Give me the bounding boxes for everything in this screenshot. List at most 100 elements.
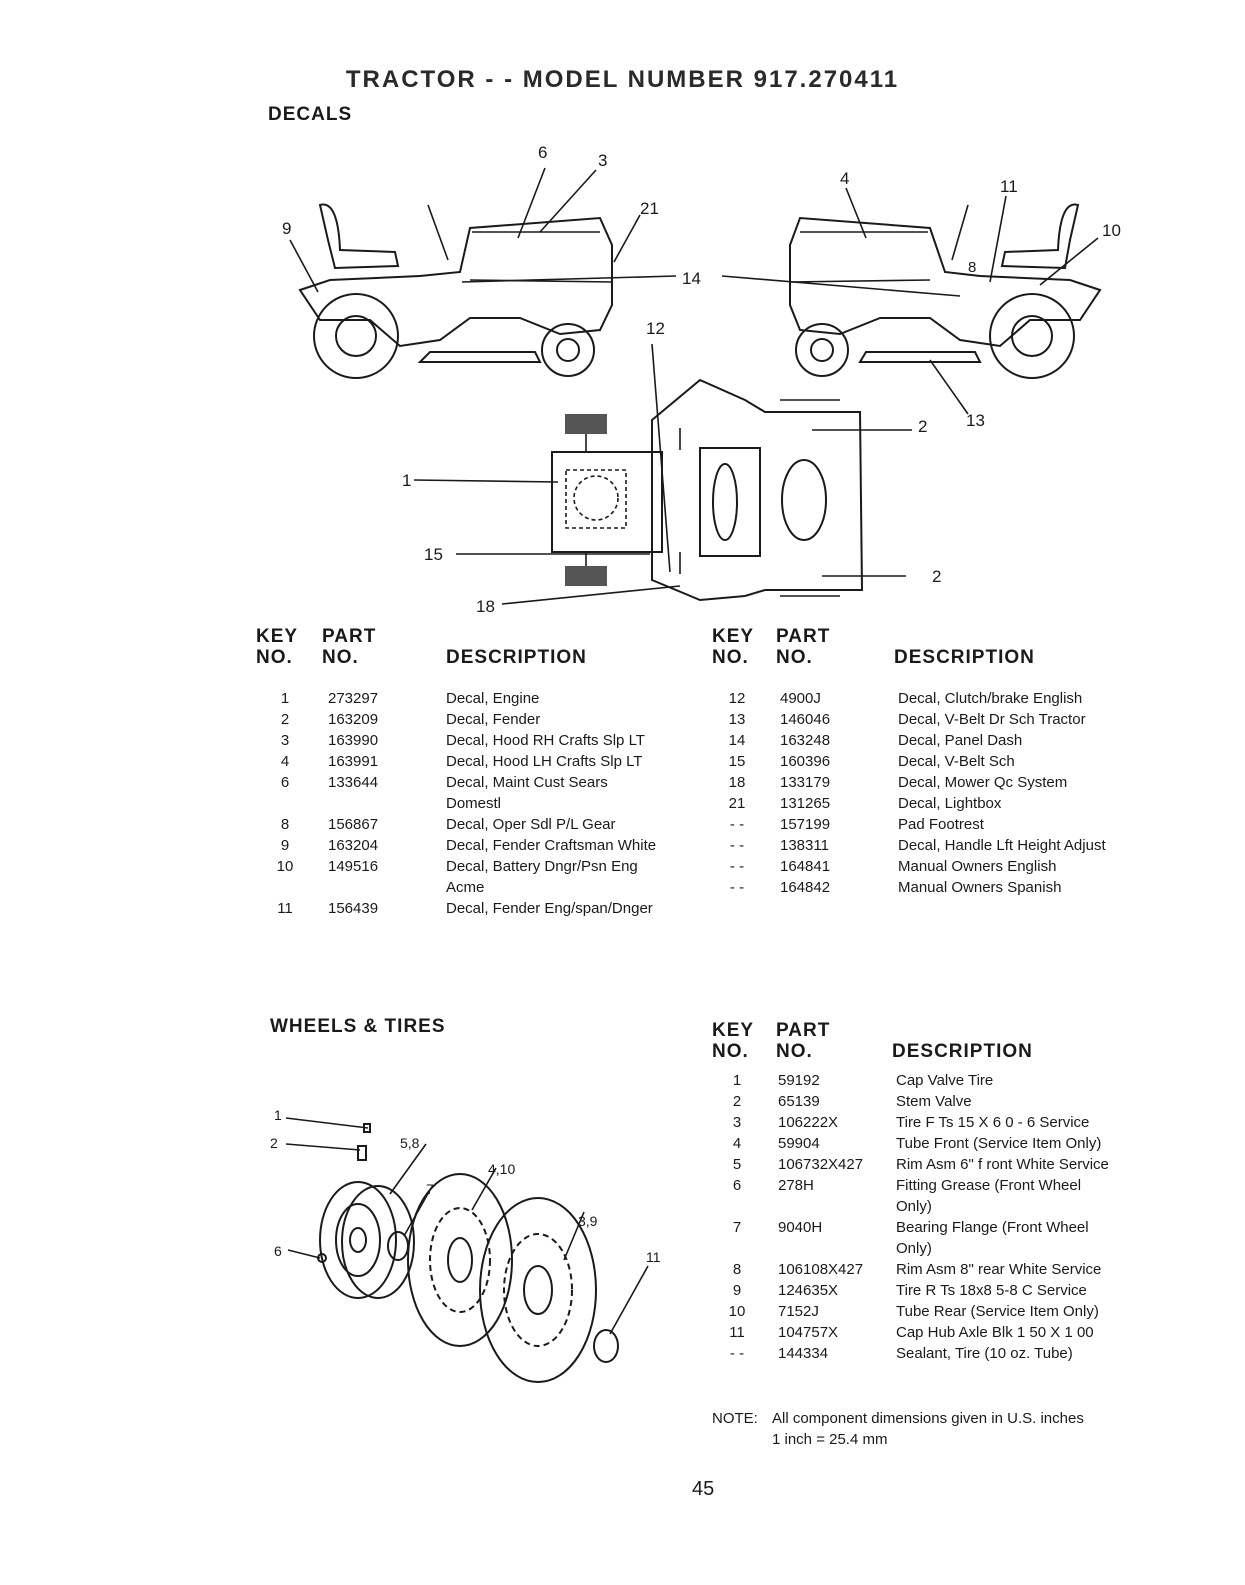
page-number: 45 bbox=[692, 1478, 715, 1500]
key-cell: 4 bbox=[280, 753, 290, 770]
table-row: 3 106222X Tire F Ts 15 X 6 0 - 6 Service bbox=[722, 1112, 1162, 1133]
tractor-left-side-illustration bbox=[298, 203, 613, 379]
decals-callout: 2 bbox=[932, 567, 941, 586]
wheels-callout: 2 bbox=[270, 1135, 278, 1151]
key-cell: 21 bbox=[728, 795, 746, 812]
wheels-callout: 11 bbox=[646, 1249, 661, 1265]
part-cell: 144334 bbox=[778, 1345, 829, 1362]
description-cell: Decal, Fender bbox=[446, 711, 541, 728]
decals-callout: 9 bbox=[282, 219, 291, 238]
part-cell: 106732X427 bbox=[778, 1156, 864, 1173]
part-cell: 133179 bbox=[780, 774, 831, 791]
wheels-callout: 5,8 bbox=[400, 1135, 420, 1151]
wheels-table: 1 59192 Cap Valve Tire 2 65139 Stem Valv… bbox=[722, 1070, 1162, 1364]
decals-callout: 13 bbox=[966, 411, 985, 430]
wheels-callout: 4,10 bbox=[488, 1161, 515, 1177]
part-cell: 149516 bbox=[328, 858, 379, 875]
key-cell: 10 bbox=[728, 1303, 746, 1320]
table-row: 18 133179 Decal, Mower Qc System bbox=[722, 772, 1162, 793]
header-text: PART bbox=[776, 1020, 831, 1041]
key-cell: 12 bbox=[728, 690, 746, 707]
wheels-header-description: DESCRIPTION bbox=[892, 1041, 1033, 1062]
table-row: 5 106732X427 Rim Asm 6" f ront White Ser… bbox=[722, 1154, 1162, 1175]
part-cell: 278H bbox=[778, 1177, 814, 1194]
table-row: 8 106108X427 Rim Asm 8" rear White Servi… bbox=[722, 1259, 1162, 1280]
wheels-header-key: KEY NO. bbox=[712, 1020, 762, 1062]
description-cell: Manual Owners English bbox=[898, 858, 1057, 875]
decals-table-left: 1 273297 Decal, Engine 2 163209 Decal, F… bbox=[270, 688, 690, 919]
table-row: - - 144334 Sealant, Tire (10 oz. Tube) bbox=[722, 1343, 1162, 1364]
description-cell: Decal, Fender Eng/span/Dnger bbox=[446, 900, 653, 917]
table-row: 6 133644 Decal, Maint Cust Sears Domestl bbox=[270, 772, 690, 814]
key-cell: 7 bbox=[732, 1219, 742, 1236]
key-cell: 3 bbox=[280, 732, 290, 749]
part-cell: 273297 bbox=[328, 690, 379, 707]
table-row: 4 163991 Decal, Hood LH Crafts Slp LT bbox=[270, 751, 690, 772]
part-cell: 4900J bbox=[780, 690, 821, 707]
key-cell: - - bbox=[729, 816, 745, 833]
table-row: 10 149516 Decal, Battery Dngr/Psn Eng Ac… bbox=[270, 856, 690, 898]
wheels-callout: 3,9 bbox=[578, 1213, 598, 1229]
description-cell: Decal, Maint Cust Sears Domestl bbox=[446, 774, 608, 812]
key-cell: 15 bbox=[728, 753, 746, 770]
table-row: - - 138311 Decal, Handle Lft Height Adju… bbox=[722, 835, 1162, 856]
part-cell: 106108X427 bbox=[778, 1261, 864, 1278]
tractor-top-view-illustration bbox=[551, 378, 864, 602]
decals-callout: 15 bbox=[424, 545, 443, 564]
note-line-2: 1 inch = 25.4 mm bbox=[772, 1431, 888, 1448]
note-line-1: All component dimensions given in U.S. i… bbox=[772, 1410, 1084, 1427]
table-row: 1 59192 Cap Valve Tire bbox=[722, 1070, 1162, 1091]
key-cell: 6 bbox=[280, 774, 290, 791]
description-cell: Stem Valve bbox=[896, 1093, 972, 1110]
key-cell: 8 bbox=[732, 1261, 742, 1278]
decals-callout: 4 bbox=[840, 169, 849, 188]
decals-diagram: 6 3 21 9 14 12 4 11 10 8 2 13 1 15 2 18 bbox=[282, 143, 1121, 616]
description-cell: Tube Rear (Service Item Only) bbox=[896, 1303, 1099, 1320]
decals-callout: 21 bbox=[640, 199, 659, 218]
description-cell: Tube Front (Service Item Only) bbox=[896, 1135, 1102, 1152]
description-cell: Decal, Handle Lft Height Adjust bbox=[898, 837, 1106, 854]
key-cell: 13 bbox=[728, 711, 746, 728]
part-cell: 65139 bbox=[778, 1093, 820, 1110]
header-text: NO. bbox=[322, 647, 359, 668]
header-text: NO. bbox=[712, 1041, 749, 1062]
part-cell: 133644 bbox=[328, 774, 379, 791]
part-cell: 7152J bbox=[778, 1303, 819, 1320]
key-cell: - - bbox=[729, 858, 745, 875]
description-cell: Fitting Grease (Front Wheel Only) bbox=[896, 1177, 1082, 1215]
key-cell: 9 bbox=[732, 1282, 742, 1299]
key-cell: 1 bbox=[280, 690, 290, 707]
decals-header-key: KEY NO. bbox=[256, 626, 306, 668]
decals-callout: 11 bbox=[1000, 177, 1018, 196]
header-text: PART bbox=[322, 626, 377, 647]
wheels-header-part: PART NO. bbox=[776, 1020, 856, 1062]
description-cell: Decal, V-Belt Dr Sch Tractor bbox=[898, 711, 1086, 728]
decals-header-description: DESCRIPTION bbox=[446, 647, 587, 668]
description-cell: Decal, Clutch/brake English bbox=[898, 690, 1083, 707]
key-cell: 18 bbox=[728, 774, 746, 791]
header-text: KEY bbox=[256, 626, 299, 647]
header-text: NO. bbox=[776, 647, 813, 668]
decals-header-description-right: DESCRIPTION bbox=[894, 647, 1035, 668]
description-cell: Tire F Ts 15 X 6 0 - 6 Service bbox=[896, 1114, 1090, 1131]
decals-callout: 2 bbox=[918, 417, 927, 436]
key-cell: 2 bbox=[732, 1093, 742, 1110]
key-cell: 1 bbox=[732, 1072, 742, 1089]
key-cell: 8 bbox=[280, 816, 290, 833]
decals-callout: 14 bbox=[682, 269, 701, 288]
description-cell: Decal, Panel Dash bbox=[898, 732, 1023, 749]
decals-header-part: PART NO. bbox=[322, 626, 402, 668]
description-cell: Decal, Hood LH Crafts Slp LT bbox=[446, 753, 643, 770]
description-cell: Bearing Flange (Front Wheel Only) bbox=[896, 1219, 1089, 1257]
tractor-right-side-illustration bbox=[789, 203, 1102, 379]
description-cell: Rim Asm 8" rear White Service bbox=[896, 1261, 1102, 1278]
table-row: 9 124635X Tire R Ts 18x8 5-8 C Service bbox=[722, 1280, 1162, 1301]
description-cell: Decal, Mower Qc System bbox=[898, 774, 1068, 791]
table-row: 12 4900J Decal, Clutch/brake English bbox=[722, 688, 1162, 709]
table-row: 13 146046 Decal, V-Belt Dr Sch Tractor bbox=[722, 709, 1162, 730]
table-row: 15 160396 Decal, V-Belt Sch bbox=[722, 751, 1162, 772]
part-cell: 163204 bbox=[328, 837, 379, 854]
key-cell: 6 bbox=[732, 1177, 742, 1194]
part-cell: 160396 bbox=[780, 753, 831, 770]
description-cell: Tire R Ts 18x8 5-8 C Service bbox=[896, 1282, 1087, 1299]
